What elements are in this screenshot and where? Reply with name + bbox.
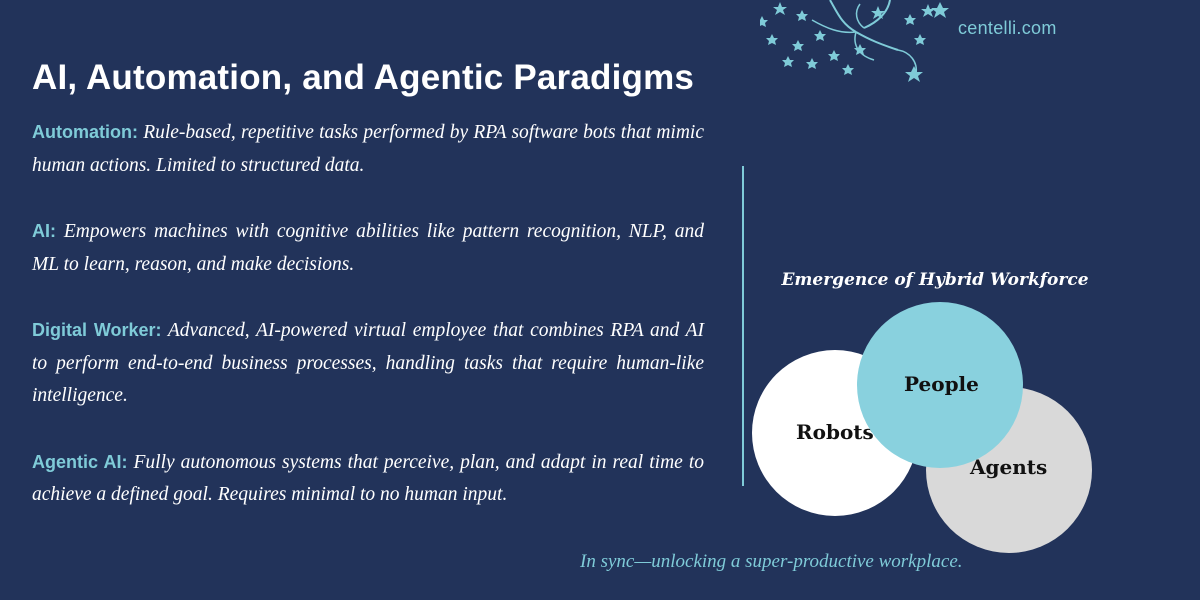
definition-term: Automation: — [32, 122, 138, 142]
definition-automation: Automation: Rule-based, repetitive tasks… — [32, 116, 704, 182]
agents-label: Agents — [970, 455, 1048, 479]
definition-text: Empowers machines with cognitive abiliti… — [32, 221, 705, 275]
definition-text: Fully autonomous systems that perceive, … — [32, 451, 704, 506]
definition-term: Digital Worker: — [32, 320, 162, 340]
definition-agentic-ai: Agentic AI: Fully autonomous systems tha… — [32, 446, 704, 512]
definition-text: Rule-based, repetitive tasks performed b… — [32, 122, 705, 176]
page-title: AI, Automation, and Agentic Paradigms — [32, 58, 695, 97]
people-circle: People — [857, 302, 1023, 468]
star-branches-icon — [760, 0, 949, 82]
definition-digital-worker: Digital Worker: Advanced, AI-powered vir… — [32, 314, 704, 413]
site-link[interactable]: centelli.com — [958, 18, 1057, 38]
definition-text: Advanced, AI-powered virtual employee th… — [32, 320, 704, 406]
definition-term: AI: — [32, 221, 56, 241]
definition-term: Agentic AI: — [32, 451, 128, 472]
robots-label: Robots — [796, 420, 874, 444]
definition-ai: AI: Empowers machines with cognitive abi… — [32, 215, 704, 281]
diagram-title: Emergence of Hybrid Workforce — [781, 270, 1089, 290]
definitions-list: Automation: Rule-based, repetitive tasks… — [32, 116, 704, 545]
people-label: People — [904, 372, 979, 396]
vertical-divider — [742, 166, 744, 486]
tagline: In sync—unlocking a super-productive wor… — [580, 551, 963, 572]
agents-circle: Agents — [926, 387, 1092, 553]
